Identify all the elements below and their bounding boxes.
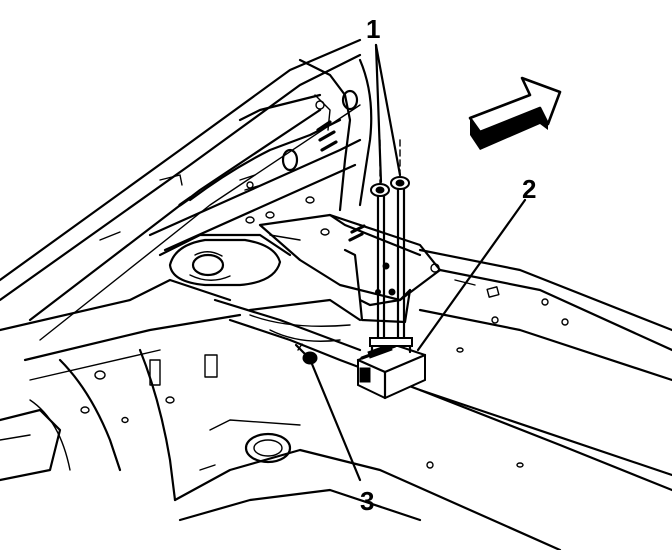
- lower-rail: [173, 248, 672, 550]
- callout-2: 2: [522, 174, 536, 204]
- strut-mount: [158, 233, 292, 287]
- fender-structure: [0, 38, 362, 502]
- direction-arrow-icon: [468, 76, 562, 150]
- callout-1: 1: [366, 14, 380, 44]
- shock-tower-area: [99, 58, 373, 241]
- fastener-pair: [370, 139, 410, 342]
- callout-3: 3: [360, 486, 374, 516]
- control-module: [356, 337, 427, 400]
- mounting-bracket: [258, 213, 442, 324]
- leader-lines: [310, 43, 527, 482]
- mounting-bolt: [294, 343, 318, 365]
